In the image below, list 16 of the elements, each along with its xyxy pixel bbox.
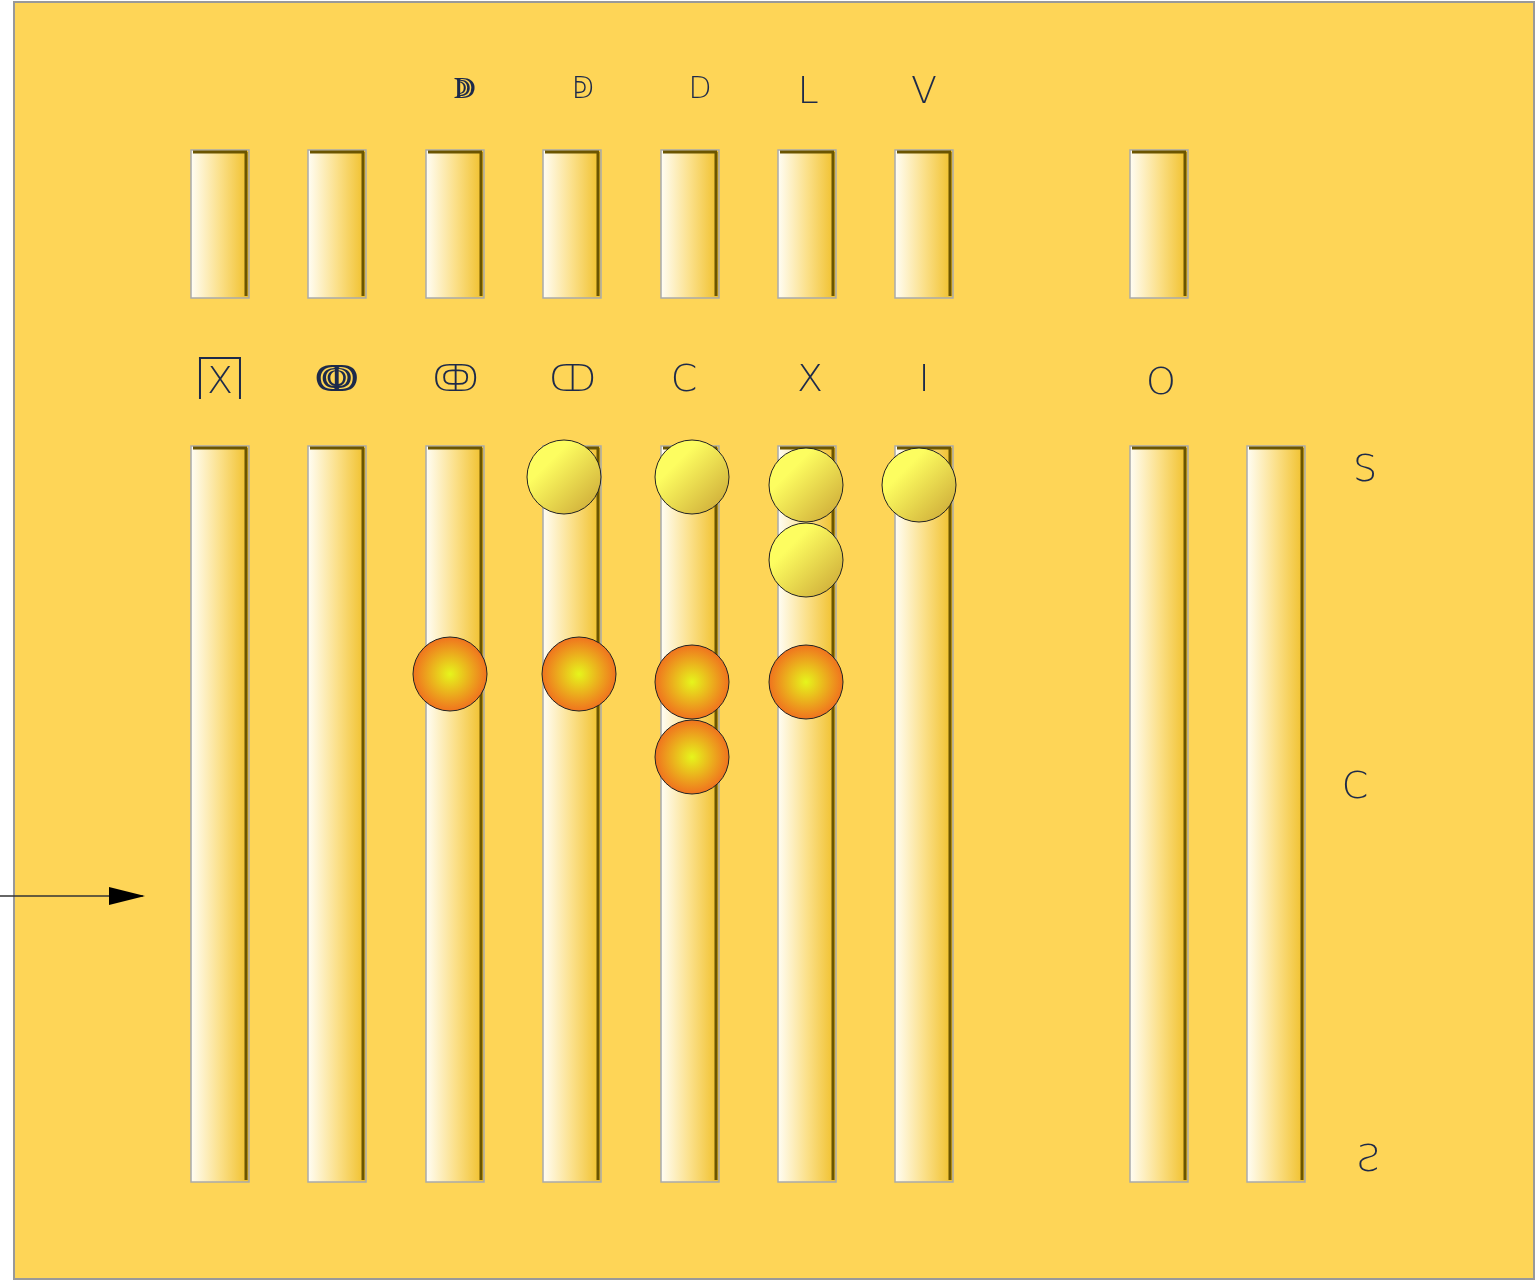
numeral-label: C xyxy=(670,359,698,397)
numeral-label: L xyxy=(797,71,819,109)
numeral-label: ↂ xyxy=(430,359,480,397)
numeral-label: V xyxy=(911,71,937,109)
numeral-label: O xyxy=(1146,362,1176,400)
numeral-label: D xyxy=(688,73,712,103)
numeral-label: ↈ xyxy=(316,359,358,397)
numeral-label: ↀ xyxy=(547,359,597,397)
numeral-label: I xyxy=(918,359,930,397)
numeral-label: Ƨ xyxy=(1355,1139,1381,1177)
numeral-label: ↇ xyxy=(454,73,476,103)
numeral-label: X xyxy=(199,357,241,399)
numeral-label: C xyxy=(1341,766,1369,804)
numeral-label: X xyxy=(797,359,823,397)
numeral-label: S xyxy=(1352,449,1378,487)
numeral-label: ↁ xyxy=(571,73,595,103)
